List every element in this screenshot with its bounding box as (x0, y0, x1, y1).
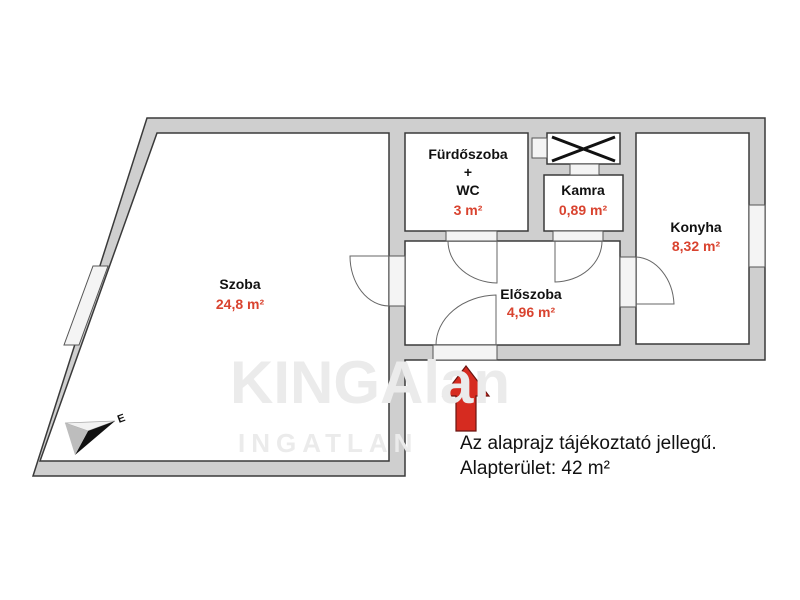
room-kamra (543, 174, 624, 232)
shaft-cross-icon (551, 135, 616, 163)
door-konyha (619, 256, 675, 308)
door-furdoszoba (445, 230, 498, 284)
room-name-kamra: Kamra (561, 182, 605, 198)
watermark: KINGAlan INGATLAN (230, 349, 510, 458)
room-name-konyha: Konyha (670, 219, 722, 235)
door-kamra (552, 230, 604, 283)
watermark-brand: KINGAlan (230, 349, 510, 416)
room-name-eloszoba: Előszoba (500, 286, 562, 302)
disclaimer-text: Az alaprajz tájékoztató jellegű. (460, 433, 717, 454)
compass-icon: E (64, 412, 127, 455)
room-area-szoba: 24,8 m² (216, 296, 265, 312)
window-kamra (569, 163, 600, 176)
window-shaft (531, 137, 548, 159)
room-area-konyha: 8,32 m² (672, 238, 721, 254)
room-name-furdoszoba-plus: + (464, 164, 472, 180)
room-name-furdoszoba: Fürdőszoba (428, 146, 508, 162)
room-szoba (38, 132, 390, 462)
room-name-szoba: Szoba (219, 276, 260, 292)
door-szoba (349, 255, 406, 307)
total-area-text: Alapterület: 42 m² (460, 458, 610, 479)
entrance-arrow-icon (441, 365, 491, 432)
room-area-eloszoba: 4,96 m² (507, 304, 556, 320)
room-area-furdoszoba: 3 m² (454, 202, 483, 218)
door-entrance (432, 294, 498, 361)
window-szoba (63, 265, 109, 346)
room-area-kamra: 0,89 m² (559, 202, 608, 218)
room-name-wc: WC (456, 182, 479, 198)
compass-label: E (116, 412, 127, 426)
window-konyha (748, 204, 766, 268)
watermark-sub: INGATLAN (238, 428, 418, 458)
